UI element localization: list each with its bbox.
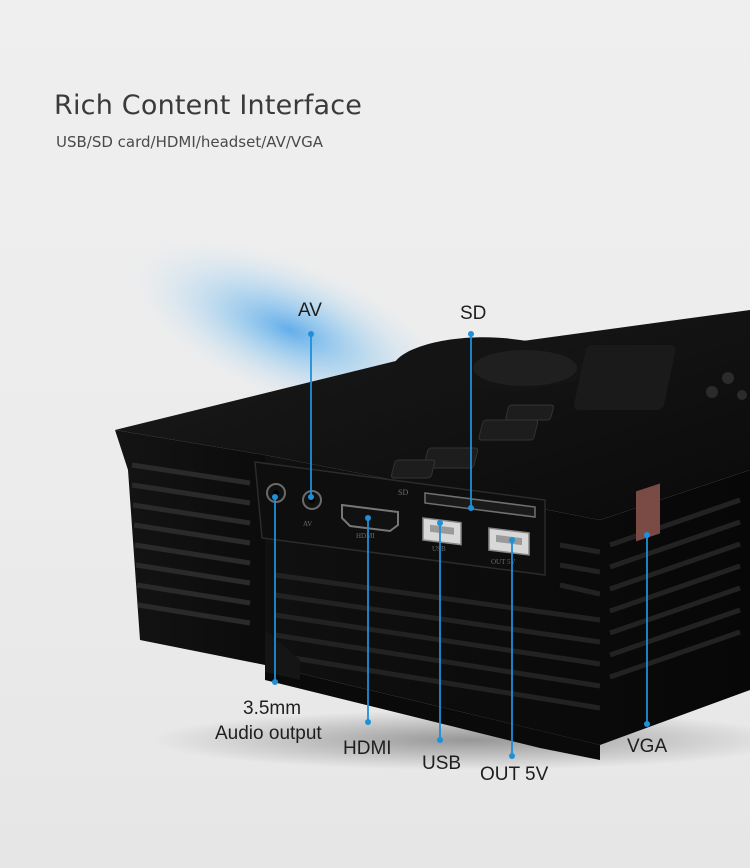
audio-label-line2: Audio output — [215, 723, 322, 744]
device-marking-usb: USB — [432, 545, 446, 553]
front-vents — [274, 497, 741, 711]
device-marking-hdmi: HDMI — [356, 532, 375, 540]
control-panel — [390, 345, 747, 479]
sd-label: SD — [460, 303, 487, 324]
device-marking-av: AV — [303, 520, 312, 528]
projector-body — [115, 310, 750, 760]
hdmi-label: HDMI — [343, 738, 392, 759]
callout-dots — [272, 331, 650, 759]
callout-lines — [274, 334, 648, 756]
side-vents — [131, 462, 251, 626]
headline-title: Rich Content Interface — [54, 90, 363, 121]
usb-label: USB — [422, 753, 462, 774]
headline-subtitle: USB/SD card/HDMI/headset/AV/VGA — [56, 133, 324, 151]
audio-label-line1: 3.5mm — [243, 698, 302, 719]
vga-port — [636, 483, 660, 542]
sd-slot — [424, 492, 536, 518]
av-label: AV — [298, 300, 322, 321]
out5v-label: OUT 5V — [480, 764, 549, 785]
vga-label: VGA — [627, 736, 668, 757]
port-panel — [254, 461, 546, 576]
device-marking-out5v: OUT 5V — [491, 558, 516, 566]
device-marking-sd: SD — [398, 488, 408, 497]
